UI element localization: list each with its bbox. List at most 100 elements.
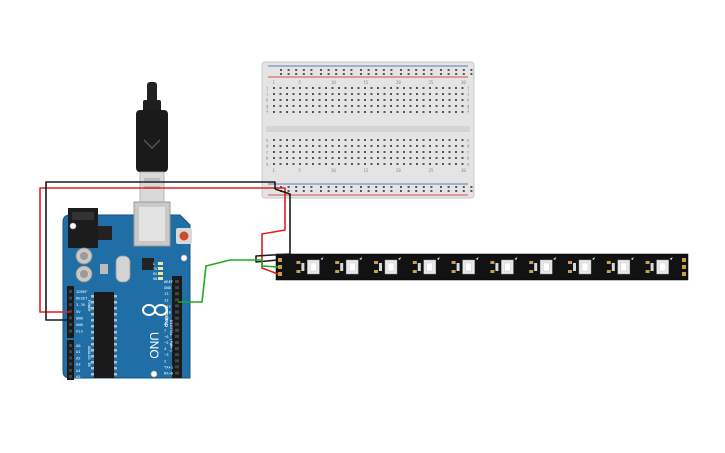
breadboard-hole	[448, 139, 451, 141]
breadboard-hole	[312, 105, 314, 107]
wire-breadboard-gnd-to-strip[interactable]	[255, 188, 291, 263]
digital-pin[interactable]	[175, 286, 179, 290]
breadboard-rail-hole	[462, 69, 465, 71]
breadboard-hole	[455, 151, 457, 153]
breadboard-hole	[338, 157, 340, 159]
digital-pin[interactable]	[175, 347, 179, 351]
breadboard-hole	[448, 157, 451, 159]
wire-breadboard-5v-to-strip[interactable]	[261, 194, 286, 275]
wires[interactable]	[39, 181, 291, 321]
breadboard-hole	[455, 105, 457, 107]
breadboard-rail-hole	[447, 69, 450, 71]
digital-pin[interactable]	[175, 322, 179, 326]
breadboard-column-number: 20	[396, 168, 401, 173]
analog-pin[interactable]	[69, 368, 72, 372]
digital-pin[interactable]	[175, 292, 179, 296]
breadboard-rail-hole	[360, 69, 362, 71]
breadboard-rail-hole	[390, 190, 393, 192]
breadboard-hole	[351, 157, 353, 159]
breadboard-rail-hole	[367, 186, 370, 188]
breadboard-hole	[325, 93, 327, 95]
breadboard-hole	[403, 111, 405, 113]
analog-header[interactable]	[67, 340, 74, 380]
digital-pin[interactable]	[175, 353, 179, 357]
breadboard-hole	[429, 145, 431, 147]
breadboard-hole	[377, 99, 379, 101]
analog-pin[interactable]	[69, 356, 72, 360]
breadboard-rail-hole	[320, 190, 322, 192]
analog-pin[interactable]	[69, 362, 72, 366]
atmega328-chip	[94, 292, 114, 378]
wire-gnd-to-breadboard[interactable]	[45, 181, 276, 321]
power-pin[interactable]	[69, 296, 72, 300]
digital-pin-label: AREF	[164, 279, 174, 284]
breadboard-hole	[370, 139, 373, 141]
breadboard-hole	[435, 151, 438, 153]
analog-pin-label: A0	[76, 343, 81, 348]
usb-chip	[98, 226, 112, 240]
digital-pin[interactable]	[175, 328, 179, 332]
digital-header[interactable]	[172, 276, 182, 378]
breadboard-hole	[299, 87, 301, 89]
breadboard-hole	[279, 151, 282, 153]
wire-data-pin6-to-strip-din[interactable]	[178, 259, 279, 303]
breadboard-hole	[409, 111, 412, 113]
digital-pin[interactable]	[175, 304, 179, 308]
led-strip-input-pads[interactable]	[278, 258, 686, 276]
breadboard-hole	[364, 111, 366, 113]
breadboard-hole	[377, 157, 379, 159]
power-pin-label: GND	[76, 322, 84, 327]
breadboard-hole	[409, 151, 412, 153]
breadboard-rail-hole	[360, 190, 362, 192]
digital-pin[interactable]	[175, 316, 179, 320]
digital-pin[interactable]	[175, 298, 179, 302]
digital-pin[interactable]	[175, 310, 179, 314]
breadboard-hole	[416, 105, 418, 107]
wire-5v-to-breadboard[interactable]	[39, 187, 286, 313]
breadboard-hole	[461, 87, 464, 89]
breadboard-rail-hole	[335, 69, 338, 71]
usb-cable[interactable]	[136, 82, 168, 203]
neopixel-led-strip[interactable]	[275, 253, 689, 281]
breadboard-hole	[383, 151, 386, 153]
breadboard-rail-hole	[400, 186, 402, 188]
digital-pin[interactable]	[175, 371, 179, 375]
breadboard-hole	[396, 93, 399, 95]
breadboard-rail-hole	[462, 186, 465, 188]
breadboard-hole	[442, 163, 444, 165]
breadboard-hole	[325, 139, 327, 141]
power-pin[interactable]	[69, 303, 72, 307]
digital-pin[interactable]	[175, 334, 179, 338]
breadboard-hole	[403, 157, 405, 159]
breadboard-rail-hole	[335, 73, 338, 75]
breadboard-rail-hole	[447, 73, 450, 75]
analog-pin[interactable]	[69, 375, 72, 378]
digital-pin-label: 13	[164, 291, 169, 296]
breadboard-hole	[286, 145, 288, 147]
power-pin[interactable]	[69, 290, 72, 293]
breadboard-hole	[279, 93, 282, 95]
breadboard-hole	[292, 105, 295, 107]
digital-pin[interactable]	[175, 341, 179, 344]
breadboard-hole	[299, 99, 301, 101]
breadboard-hole	[383, 139, 386, 141]
power-pin[interactable]	[69, 316, 72, 320]
digital-pin[interactable]	[175, 365, 179, 369]
power-pin[interactable]	[69, 323, 72, 326]
breadboard-hole	[318, 163, 321, 165]
digital-pin[interactable]	[175, 359, 179, 363]
breadboard-rail-hole	[350, 73, 353, 75]
status-led	[158, 277, 163, 280]
digital-pin[interactable]	[175, 280, 179, 283]
analog-pin[interactable]	[69, 350, 72, 354]
breadboard-column-number: 10	[331, 168, 336, 173]
power-pin[interactable]	[69, 329, 72, 333]
power-pin[interactable]	[69, 309, 72, 313]
breadboard-column-number: 15	[364, 80, 369, 85]
breadboard-rail-hole	[360, 73, 362, 75]
breadboard-rail-hole	[310, 186, 313, 188]
analog-pin[interactable]	[69, 344, 72, 347]
breadboard-hole	[325, 111, 327, 113]
